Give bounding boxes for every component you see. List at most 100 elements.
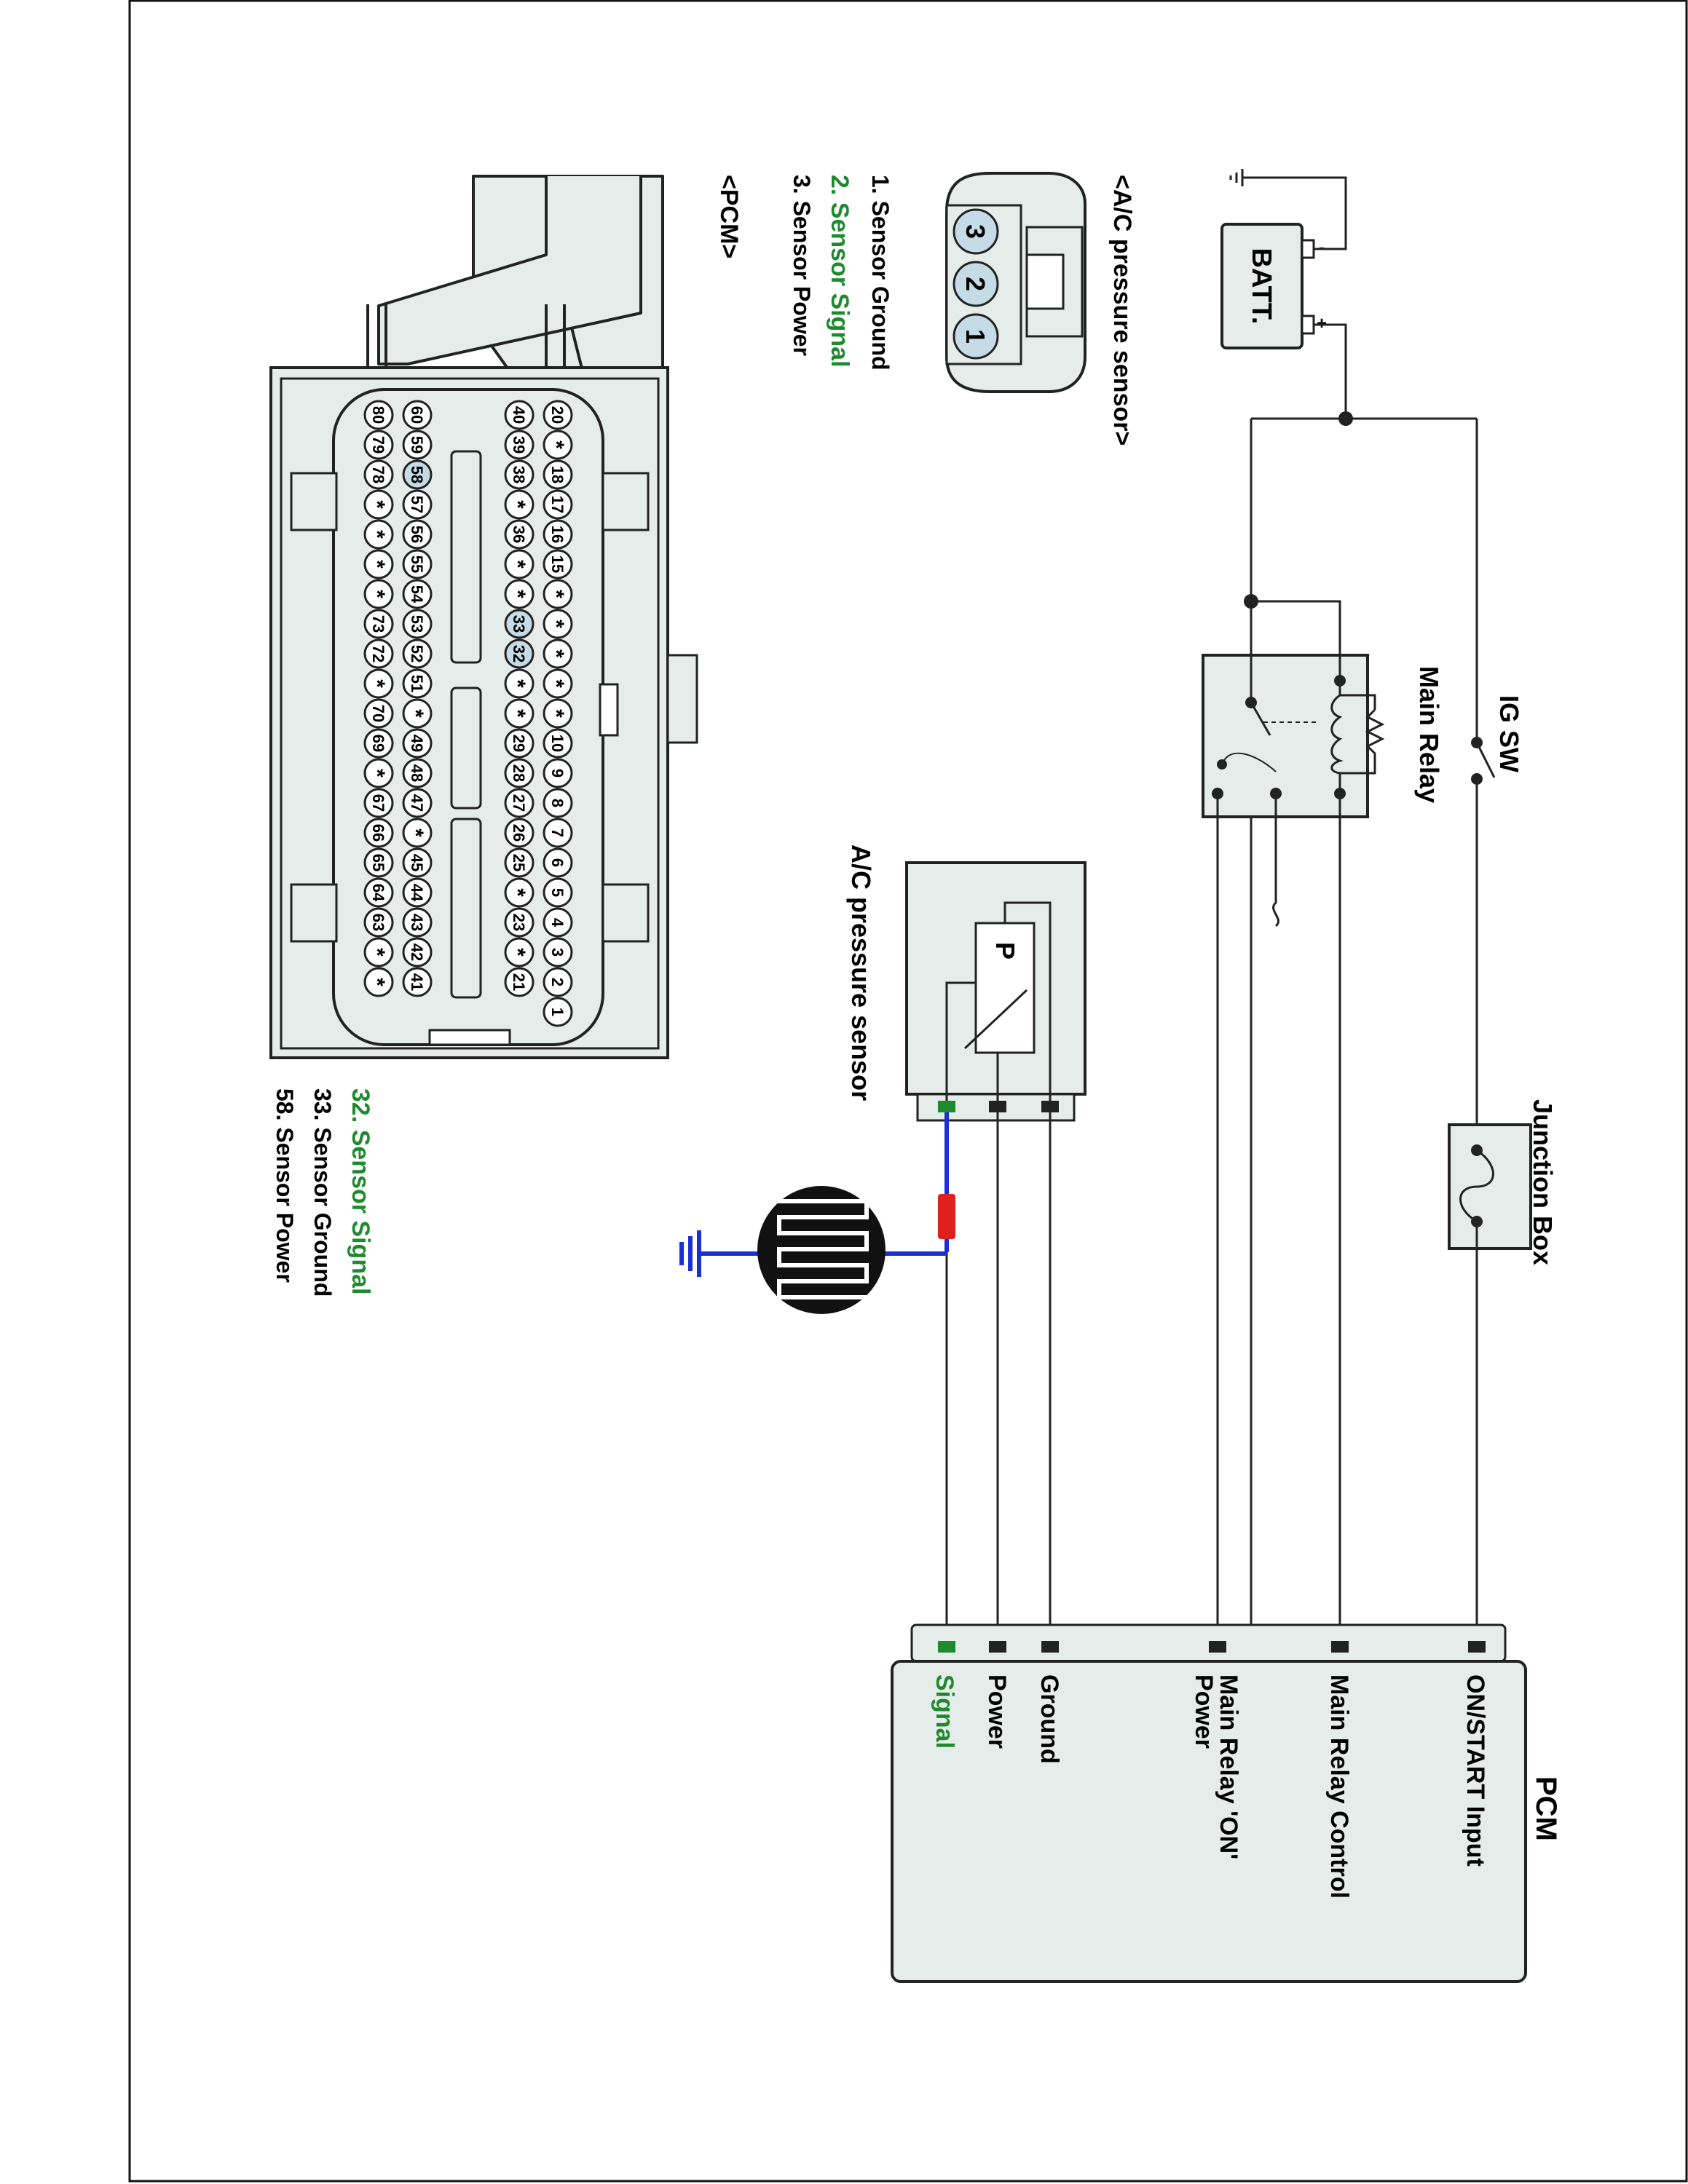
pcm-pin-row4-20 xyxy=(363,967,394,997)
pcm-pin-label-row3-16: 45 xyxy=(408,854,426,871)
battery-body xyxy=(1220,223,1304,349)
pcm-pin-label-row4-11: 70 xyxy=(369,705,387,722)
pcm-connector-clip-right xyxy=(599,683,619,737)
sensor-legend-ground: 1. Sensor Ground xyxy=(867,175,894,370)
pcm-pin-label-row2-19: * xyxy=(505,948,529,957)
pcm-pin-row2-2 xyxy=(504,430,535,460)
ground-plate-pattern xyxy=(772,1199,869,1299)
pcm-pin-label-row4-7: * xyxy=(365,590,389,598)
pcm-pin-label-row3-7: 54 xyxy=(408,585,426,604)
supply-splice xyxy=(1338,411,1353,426)
pcm-pin-label-row3-8: 53 xyxy=(408,615,426,633)
sensor-connector-pin-1 xyxy=(953,313,999,360)
pcm-pin-label-row1-7: * xyxy=(544,590,568,598)
pcm-pin-row2-1 xyxy=(504,400,535,430)
pcm-pin-row2-8 xyxy=(504,609,535,639)
battery-pos-terminal xyxy=(1301,314,1315,335)
pcm-pin-row4-18 xyxy=(363,907,394,938)
pcm-pin-row1-16 xyxy=(543,847,573,878)
pcm-pin-row1-4 xyxy=(543,489,573,520)
pcm-pin-row4-7 xyxy=(363,579,394,609)
pcm-pin-row1-19 xyxy=(543,937,573,968)
pcm-pin-row3-16 xyxy=(402,847,433,878)
pcm-pin-row1-17 xyxy=(543,877,573,908)
pcm-pin-label-row4-6: * xyxy=(365,560,389,569)
page-border xyxy=(128,0,1688,2183)
sensor-connector-latch-inner xyxy=(1025,253,1065,310)
shield-ground-icon xyxy=(679,1230,701,1277)
pcm-pin-label-row1-20: 2 xyxy=(548,978,567,986)
sensor-connector-pin-3-label: 3 xyxy=(961,224,990,239)
pcm-pin-label-row3-5: 56 xyxy=(408,526,426,543)
pcm-pin-row2-7 xyxy=(504,579,535,609)
pcm-pin-label-row3-1: 60 xyxy=(408,406,426,424)
pcm-pin-label-row1-21: 1 xyxy=(548,1008,567,1016)
pcm-pin-label-row2-16: 25 xyxy=(510,854,528,871)
pcm-pin-label-row4-3: 78 xyxy=(369,466,387,483)
junction-box: Junction Box xyxy=(1448,1099,1558,1647)
pcm-pin-row1-13 xyxy=(543,758,573,788)
pcm-pin-label-row1-1: 20 xyxy=(548,406,567,424)
pcm-pin-row2-6 xyxy=(504,549,535,579)
pcm-pin-row3-18 xyxy=(402,907,433,938)
pcm-pin-label-row4-9: 72 xyxy=(369,645,387,662)
pcm-connector-bottom-notch xyxy=(428,1029,511,1046)
pcm-pin-relay-control xyxy=(1331,1641,1349,1653)
pcm-pin-row3-3 xyxy=(402,459,433,490)
battery-ground-symbol xyxy=(1229,169,1244,186)
pcm-pin-label-row1-9: * xyxy=(544,649,568,658)
pcm-pin-row3-12 xyxy=(402,728,433,759)
ac-sensor-element xyxy=(974,922,1036,1054)
pcm-pin-row1-3 xyxy=(543,459,573,490)
pcm-connector-post-1 xyxy=(366,304,387,373)
pcm-pin-row3-11 xyxy=(402,698,433,729)
pcm-connector-detail: <PCM> 20*18171615*****10987654321403938*… xyxy=(269,175,743,1297)
pcm-pin-label-row1-5: 16 xyxy=(548,526,567,543)
pcm-pin-label-row2-8: 33 xyxy=(510,615,528,633)
ac-sensor-p-label: P xyxy=(990,942,1020,960)
pcm-pin-row3-20 xyxy=(402,967,433,997)
pcm-pin-label-row2-13: 28 xyxy=(510,764,528,782)
pcm-pin-label-row2-2: 39 xyxy=(510,436,528,454)
pcm-connector-housing-inner xyxy=(280,377,660,1050)
pcm-label-relay-on-power-1: Main Relay 'ON' xyxy=(1215,1674,1242,1859)
pcm-pin-row4-10 xyxy=(363,668,394,699)
pcm-pin-row2-18 xyxy=(504,907,535,938)
pcm-pin-label-row2-18: 23 xyxy=(510,914,528,931)
pcm-pin-row3-8 xyxy=(402,609,433,639)
sensor-connector-title: <A/C pressure sensor> xyxy=(1108,175,1136,446)
relay-open-wire xyxy=(1272,794,1279,927)
pcm-pin-row2-3 xyxy=(504,459,535,490)
battery-positive-wire xyxy=(1314,323,1347,419)
pcm-pin-label-row2-3: 38 xyxy=(510,466,528,483)
pcm-pin-label-row2-10: * xyxy=(505,679,529,688)
pcm-pin-row1-1 xyxy=(543,400,573,430)
pcm-pin-row3-10 xyxy=(402,668,433,699)
pcm-pin-label-row1-14: 8 xyxy=(548,799,567,807)
sensor-connector-pin-1-label: 1 xyxy=(961,329,990,344)
pcm-pin-row1-7 xyxy=(543,579,573,609)
pcm-pin-row3-9 xyxy=(402,638,433,669)
pcm-connector-bracket-arm xyxy=(377,175,663,365)
main-relay-label: Main Relay xyxy=(1414,666,1444,803)
relay-coil-wire-top xyxy=(1251,600,1341,681)
pcm-pin-grid: 20*18171615*****10987654321403938*36**33… xyxy=(363,400,573,1027)
pcm-pin-row4-2 xyxy=(363,430,394,460)
pcm-pin-row1-2 xyxy=(543,430,573,460)
pcm-pin-row1-20 xyxy=(543,967,573,997)
pcm-label-relay-on-power-2: Power xyxy=(1190,1674,1218,1749)
pcm-pin-label-row4-2: 79 xyxy=(369,436,387,454)
pcm-pin-row2-13 xyxy=(504,758,535,788)
pcm-pin-row4-1 xyxy=(363,400,394,430)
pcm-pin-label-row3-15: * xyxy=(403,828,427,837)
pcm-pin-label-row2-6: * xyxy=(505,560,529,569)
pcm-connector-title: <PCM> xyxy=(715,175,743,258)
pcm-pin-label-row1-18: 4 xyxy=(548,918,567,927)
pcm-block: PCM ON/START Input Main Relay Control Ma… xyxy=(891,1623,1562,1983)
ac-sensor-label: A/C pressure sensor xyxy=(846,844,876,1101)
pcm-pin-label-row4-16: 65 xyxy=(369,854,387,871)
pcm-pin-label-row2-9: 32 xyxy=(510,645,528,662)
relay-nc-arc xyxy=(1221,752,1277,772)
pcm-pin-row2-9 xyxy=(504,638,535,669)
pcm-pin-row1-14 xyxy=(543,788,573,818)
